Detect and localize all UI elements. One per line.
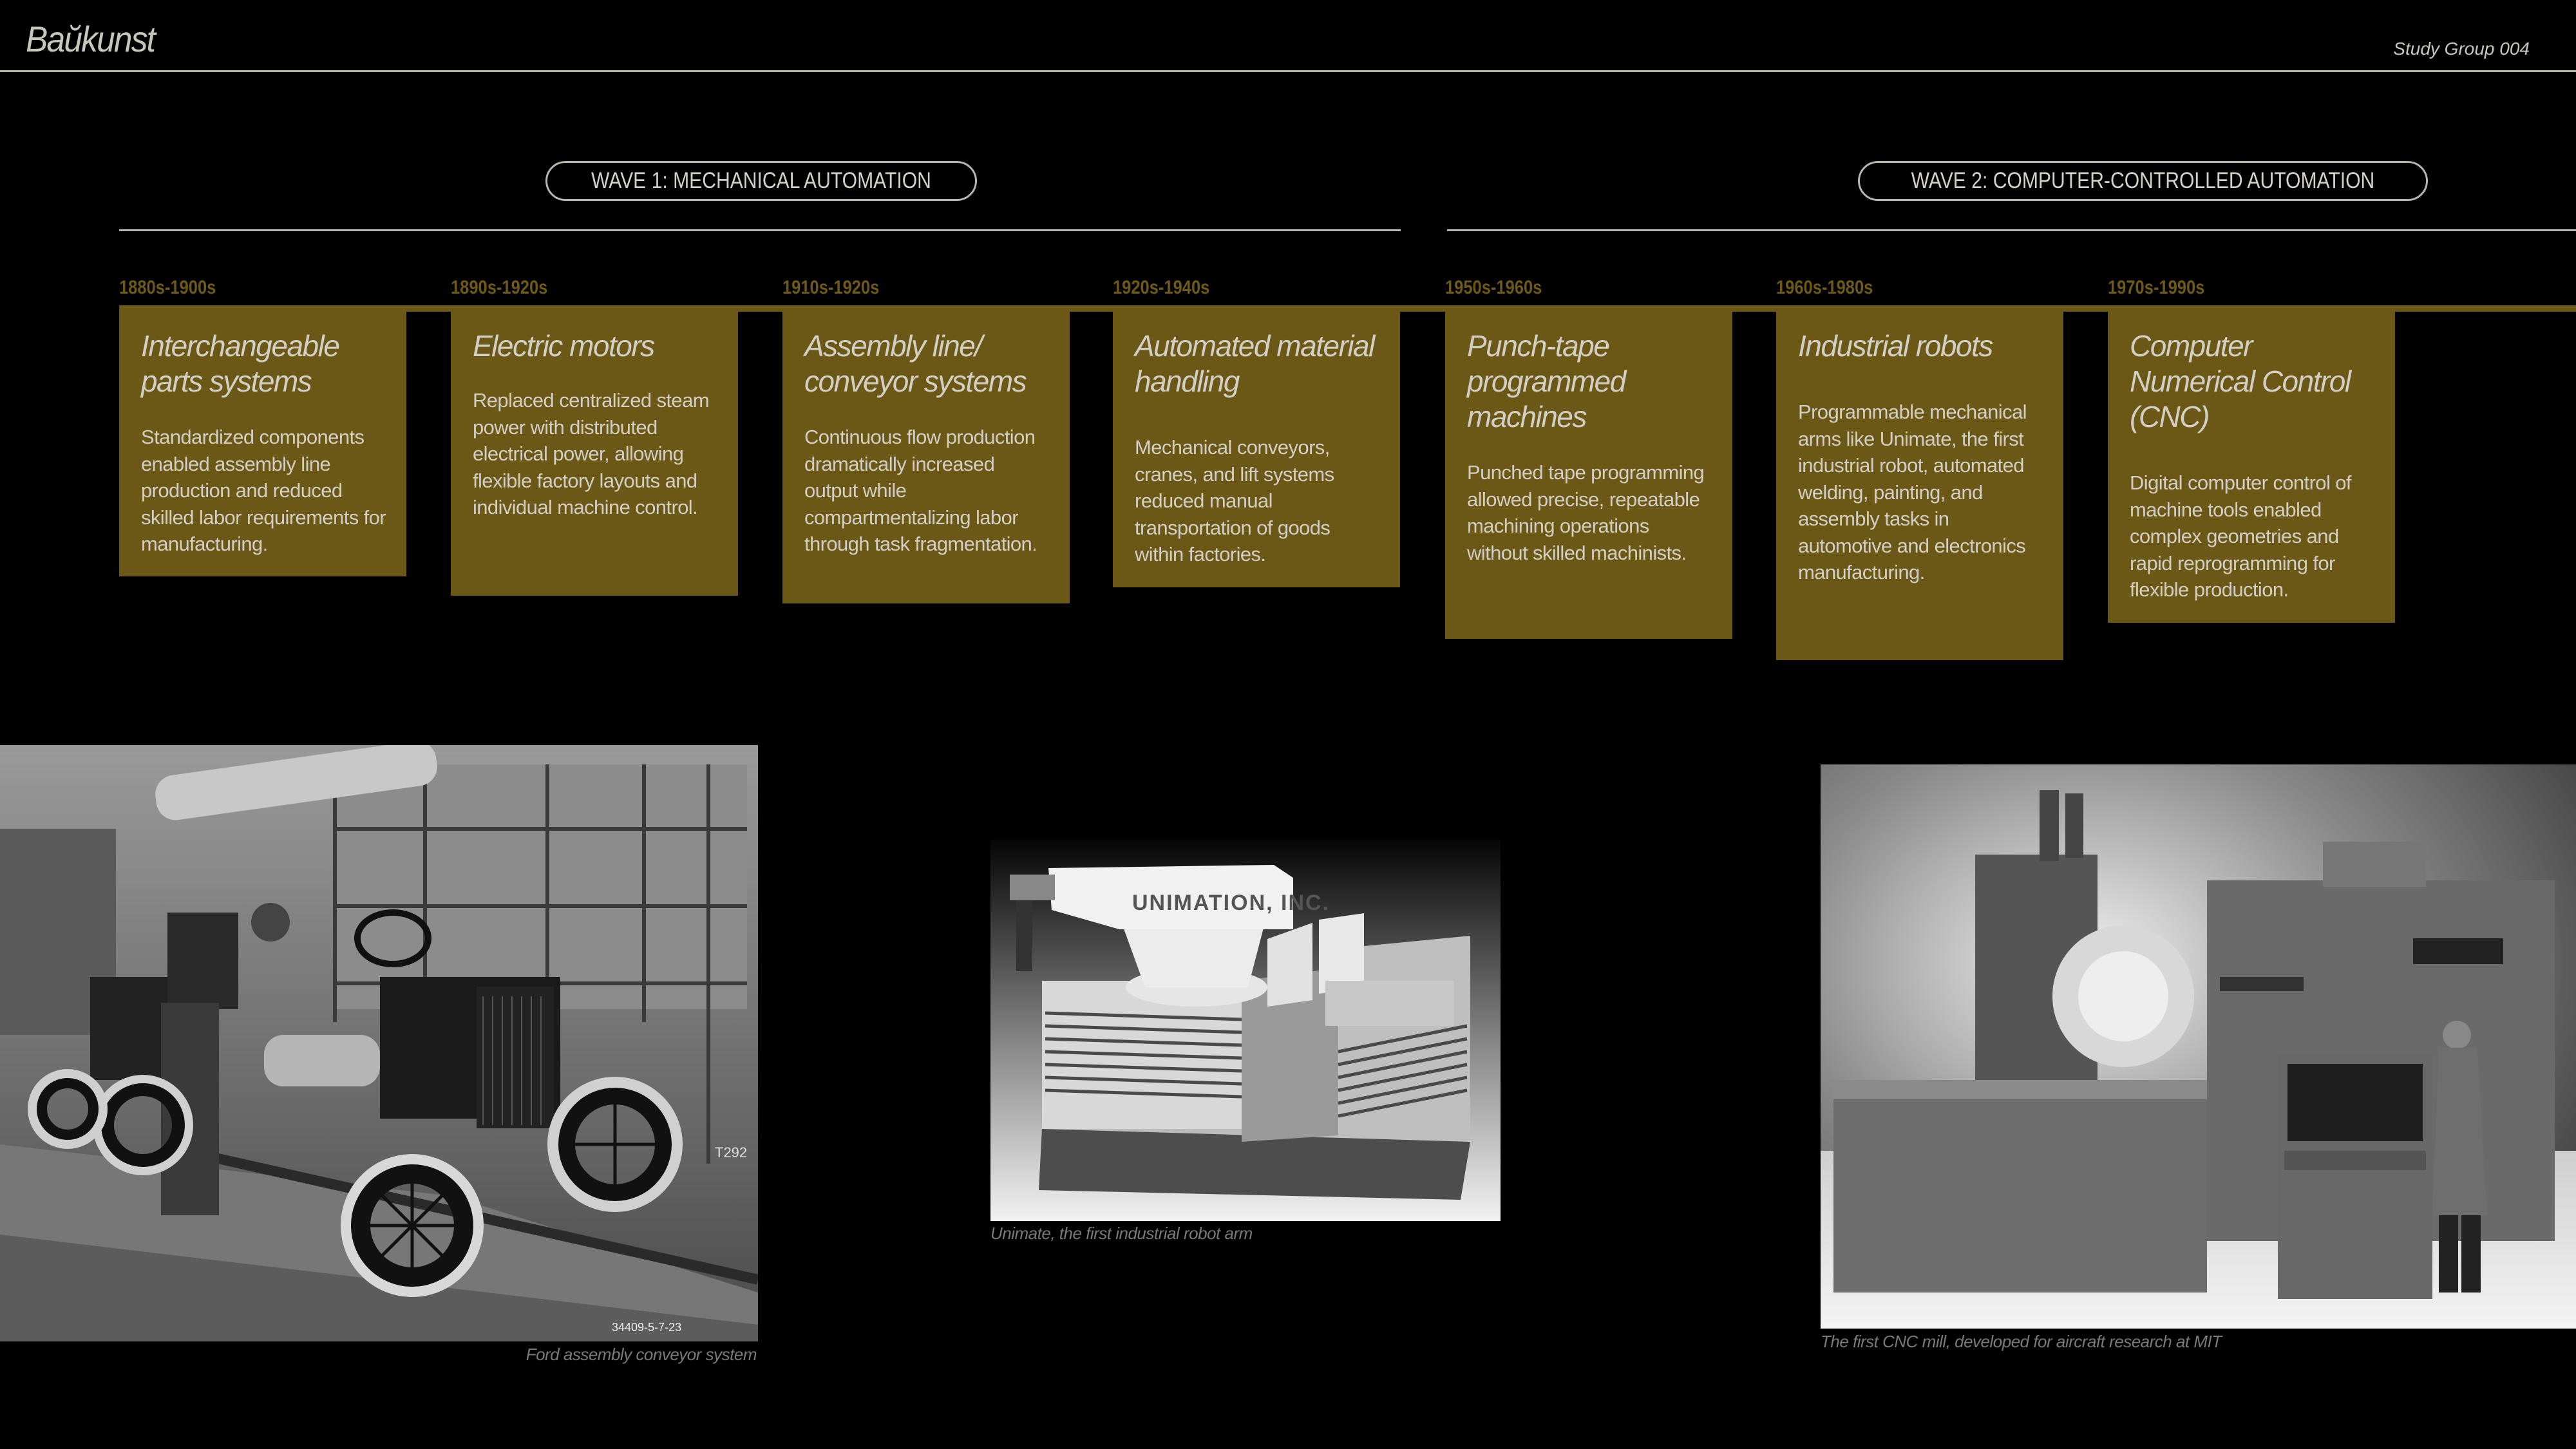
card-title: Computer Numerical Control (CNC) (2130, 329, 2351, 433)
wave-2-badge: WAVE 2: COMPUTER-CONTROLLED AUTOMATION (1858, 161, 2428, 201)
unimate-robot-image-icon: UNIMATION, INC. (990, 839, 1501, 1221)
card-title: Automated material handling (1135, 329, 1375, 398)
svg-text:T292: T292 (715, 1144, 747, 1160)
unimate-photo-caption: Unimate, the first industrial robot arm (990, 1224, 1253, 1243)
ford-assembly-photo: T292 34409-5-7-23 (0, 745, 758, 1341)
card-description: Punched tape programming allowed precise… (1467, 461, 1705, 564)
card-description: Standardized components enabled assembly… (141, 426, 386, 555)
period-label: 1950s-1960s (1445, 277, 1542, 298)
card-description: Programmable mechanical arms like Unimat… (1798, 401, 2027, 583)
brand-logo: Baŭkunst (26, 19, 156, 59)
timeline-card-material-handling: Automated material handling Mechanical c… (1113, 305, 1400, 587)
period-label: 1960s-1980s (1776, 277, 1873, 298)
period-label: 1920s-1940s (1113, 277, 1210, 298)
wave-2-divider (1447, 229, 2576, 231)
card-title: Electric motors (473, 329, 655, 363)
timeline-card-interchangeable-parts: Interchangeable parts systems Standardiz… (119, 305, 406, 576)
wave-2-label: WAVE 2: COMPUTER-CONTROLLED AUTOMATION (1911, 168, 2375, 193)
card-title: Industrial robots (1798, 329, 1993, 363)
cnc-mill-image-icon (1821, 764, 2576, 1329)
card-title: Punch-tape programmed machines (1467, 329, 1626, 433)
card-title: Interchangeable parts systems (141, 329, 340, 398)
timeline-card-electric-motors: Electric motors Replaced centralized ste… (451, 305, 738, 596)
card-description: Replaced centralized steam power with di… (473, 389, 710, 518)
header-divider (0, 70, 2576, 72)
wave-1-divider (119, 229, 1401, 231)
timeline-card-punch-tape: Punch-tape programmed machines Punched t… (1445, 305, 1732, 639)
svg-text:UNIMATION, INC.: UNIMATION, INC. (1132, 891, 1330, 915)
timeline-card-industrial-robots: Industrial robots Programmable mechanica… (1776, 305, 2063, 660)
svg-text:34409-5-7-23: 34409-5-7-23 (612, 1321, 681, 1334)
ford-assembly-image-icon: T292 34409-5-7-23 (0, 745, 758, 1341)
unimate-photo: UNIMATION, INC. (990, 839, 1501, 1221)
study-group-label: Study Group 004 (2393, 39, 2530, 59)
card-description: Continuous flow production dramatically … (804, 426, 1037, 555)
period-label: 1890s-1920s (451, 277, 548, 298)
timeline-card-cnc: Computer Numerical Control (CNC) Digital… (2108, 305, 2395, 623)
timeline-card-assembly-line: Assembly line/ conveyor systems Continuo… (782, 305, 1070, 603)
card-description: Mechanical conveyors, cranes, and lift s… (1135, 436, 1334, 565)
period-label: 1880s-1900s (119, 277, 216, 298)
card-title: Assembly line/ conveyor systems (804, 329, 1027, 398)
cnc-mill-photo (1821, 764, 2576, 1329)
card-description: Digital computer control of machine tool… (2130, 471, 2352, 601)
period-label: 1910s-1920s (782, 277, 880, 298)
wave-1-label: WAVE 1: MECHANICAL AUTOMATION (591, 168, 931, 193)
period-label: 1970s-1990s (2108, 277, 2205, 298)
ford-photo-caption: Ford assembly conveyor system (526, 1345, 757, 1364)
wave-1-badge: WAVE 1: MECHANICAL AUTOMATION (545, 161, 977, 201)
cnc-photo-caption: The first CNC mill, developed for aircra… (1821, 1332, 2222, 1351)
